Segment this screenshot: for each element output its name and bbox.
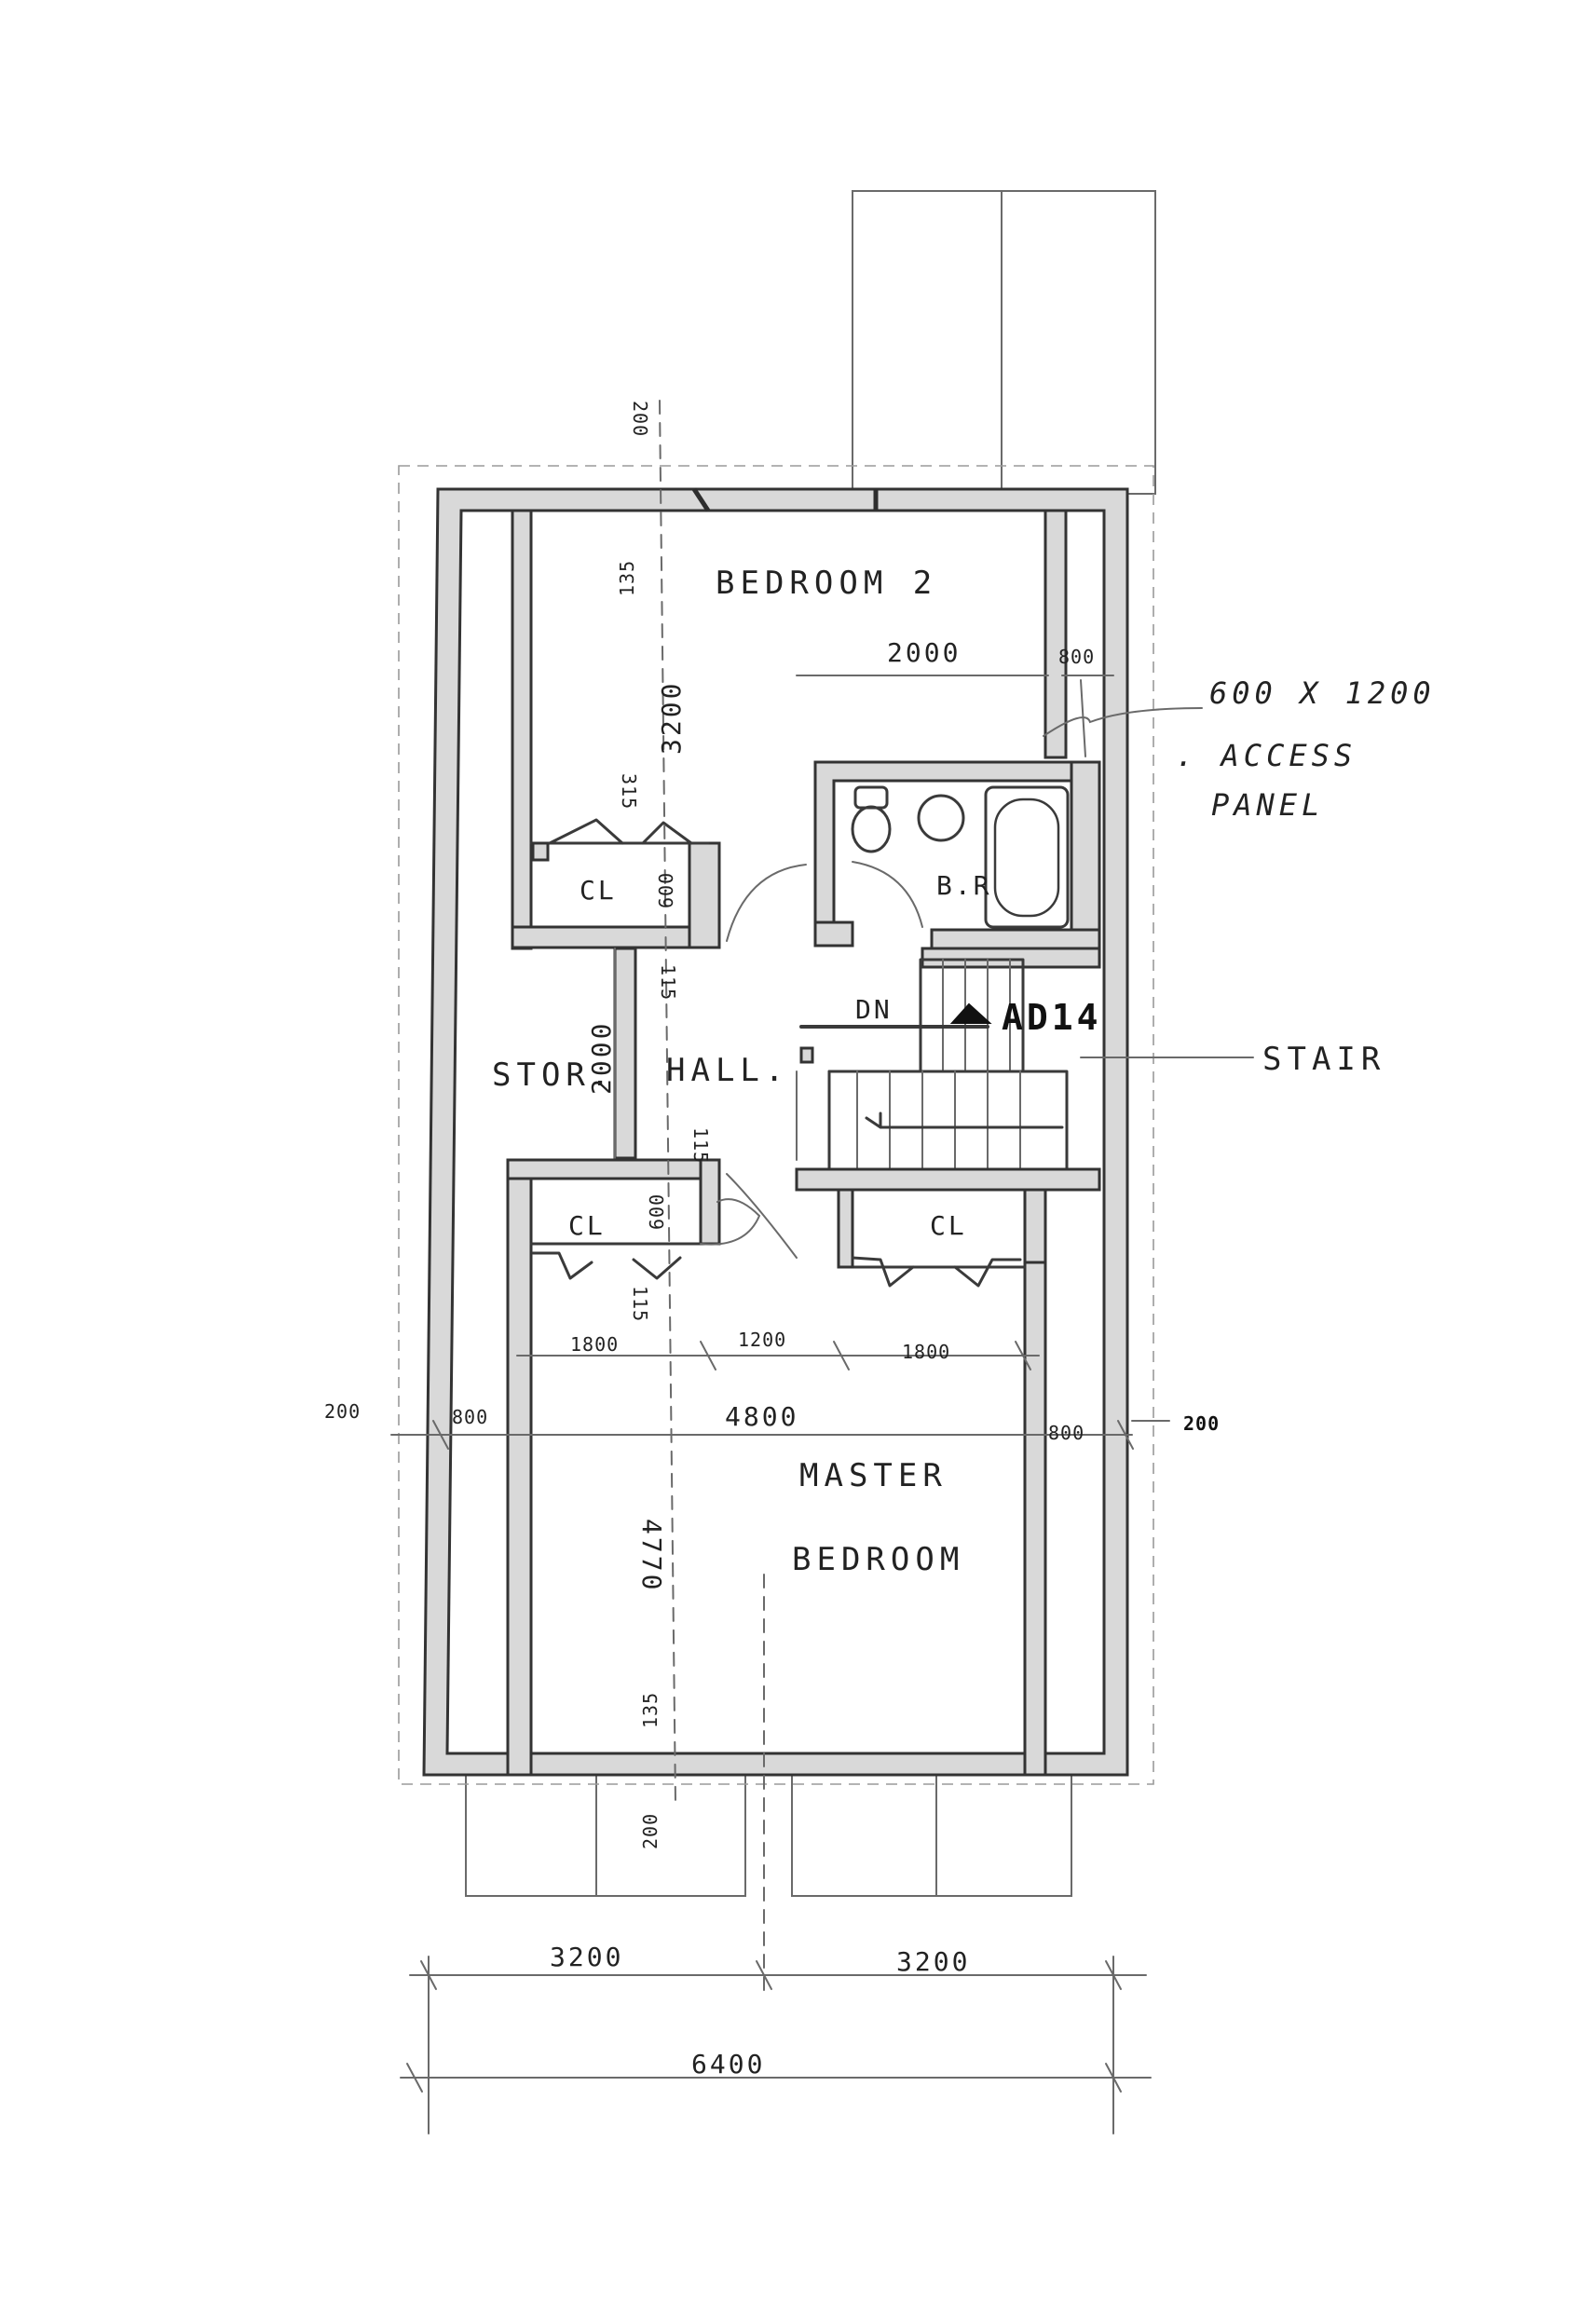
dim-master-width: 4800 (725, 1401, 798, 1432)
dim-closet-row-right: 1800 (902, 1341, 950, 1363)
roof-projection-top (852, 190, 1156, 495)
label-access-panel-line2: PANEL (1211, 787, 1324, 823)
stair (796, 947, 1101, 1171)
bathroom-fixtures (726, 785, 1070, 942)
master-closet-walls (506, 1158, 1101, 1777)
dim-bedroom2-closet-door: 315 (618, 773, 640, 810)
bathroom-walls (813, 760, 1101, 950)
dim-master-closet-depth: 600 (646, 1193, 668, 1230)
dim-storage-depth: 2000 (586, 1021, 617, 1095)
label-closet-master-right: CL (930, 1210, 967, 1241)
label-master-line1: MASTER (799, 1457, 948, 1494)
bedroom2-closet-doors (531, 818, 693, 862)
label-hall: HALL. (666, 1052, 789, 1089)
dim-right-exterior: 200 (1183, 1412, 1220, 1435)
dim-left-exterior: 200 (324, 1400, 361, 1423)
dim-hall-wall-upper: 115 (657, 964, 679, 1001)
dim-bedroom2-depth: 3200 (656, 681, 687, 755)
roof-projection-bottom (465, 1774, 1072, 1897)
bedroom2-walls (511, 509, 1068, 950)
section-marker-icon (949, 1002, 992, 1024)
label-bath: B.R (936, 870, 992, 901)
room-labels: BEDROOM 2 B.R STOR. HALL. CL CL CL MASTE… (492, 565, 992, 1578)
label-bedroom2: BEDROOM 2 (716, 565, 937, 602)
dim-left-margin: 800 (452, 1406, 488, 1428)
sink-icon (917, 794, 965, 842)
bedroom2-door-swing (726, 864, 807, 942)
access-panel-leader (1043, 707, 1203, 737)
dim-bedroom2-closet-depth: 600 (655, 872, 677, 908)
label-stair-down: DN (855, 994, 893, 1025)
toilet-icon (853, 785, 889, 810)
stair-labels: DN AD14 STAIR (855, 994, 1385, 1078)
storage-walls (613, 947, 637, 1160)
overhang-line (398, 465, 1154, 1785)
master-closet-doors (531, 1173, 1022, 1288)
dim-bay-right: 3200 (896, 1946, 970, 1977)
dim-overall: 6400 (691, 2049, 765, 2079)
dim-bedroom2-closet-width: 2000 (887, 637, 961, 668)
dimension-labels: 200 135 3200 2000 800 315 600 115 2000 1… (324, 401, 1220, 2079)
dim-master-closet-wall: 115 (629, 1286, 651, 1322)
label-closet-bedroom2: CL (580, 875, 617, 906)
toilet-bowl-icon (851, 805, 892, 853)
dim-bedroom2-wall-offset: 135 (616, 560, 638, 596)
label-section-tag: AD14 (1002, 997, 1102, 1038)
dim-top-opening: 200 (629, 401, 651, 437)
bath-door-swing (852, 861, 923, 928)
dim-closet-row-left: 1800 (570, 1333, 619, 1356)
dimension-lines (390, 675, 1254, 2134)
master-door-swing (726, 1173, 798, 1259)
label-closet-master-left: CL (568, 1210, 606, 1241)
stair-direction-arrow (865, 1111, 1064, 1129)
label-master-line2: BEDROOM (792, 1541, 964, 1578)
label-access-panel-size: 600 X 1200 (1209, 675, 1436, 711)
exterior-walls (422, 487, 1129, 1777)
dim-master-depth: 4770 (636, 1519, 667, 1592)
centre-lines (659, 400, 765, 1995)
dim-bay-left: 3200 (550, 1942, 623, 1972)
access-panel-note: 600 X 1200 . ACCESS PANEL (1176, 675, 1436, 823)
dim-hall-wall-lower: 115 (689, 1127, 712, 1164)
label-stair-callout: STAIR (1262, 1041, 1385, 1078)
label-access-panel-line1: . ACCESS (1176, 738, 1357, 773)
dim-closet-row-mid: 1200 (738, 1329, 786, 1351)
dim-bedroom2-right-gap: 800 (1058, 646, 1095, 668)
label-storage: STOR. (492, 1057, 615, 1094)
dim-right-margin: 800 (1048, 1422, 1084, 1444)
dim-bottom-wall-offset: 135 (639, 1692, 662, 1728)
bathtub-basin-icon (993, 798, 1060, 918)
dim-bottom-opening: 200 (639, 1813, 662, 1849)
bathtub-icon (984, 785, 1070, 929)
